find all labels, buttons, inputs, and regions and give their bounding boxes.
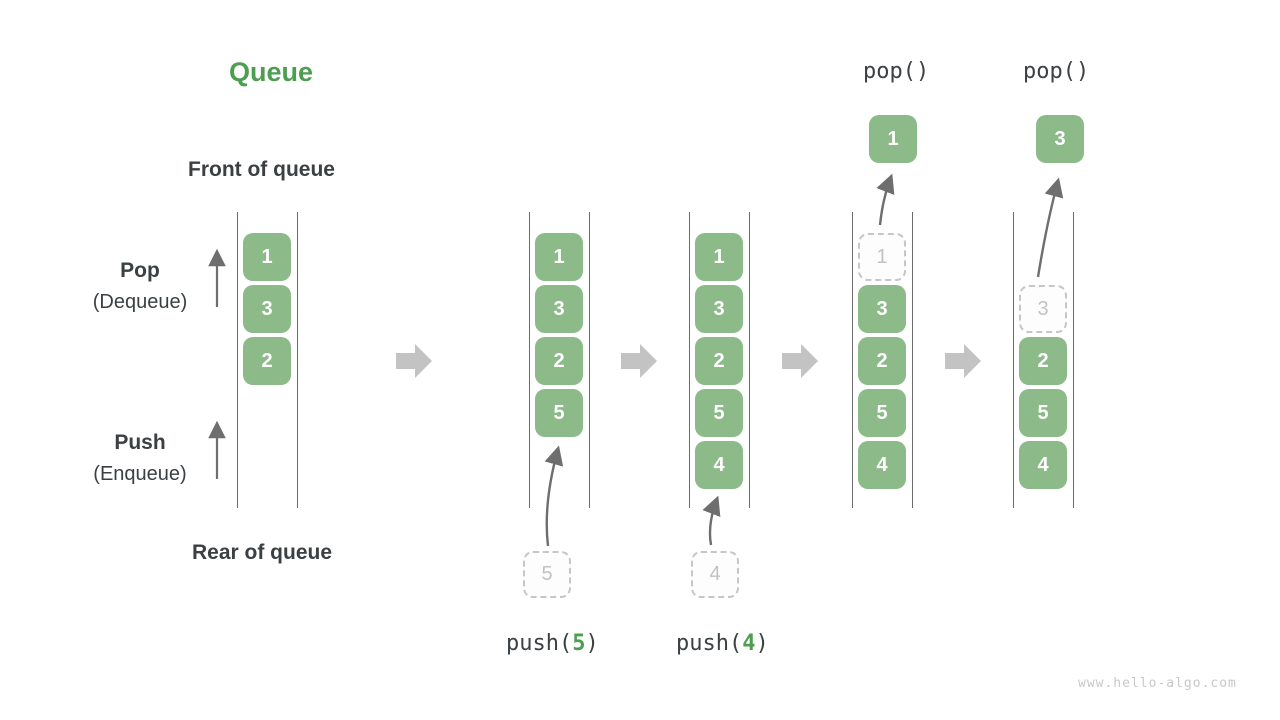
queue-item: 4 bbox=[1019, 441, 1067, 489]
queue-item: 1 bbox=[535, 233, 583, 281]
queue-item: 3 bbox=[858, 285, 906, 333]
queue-item: 1 bbox=[695, 233, 743, 281]
queue-item: 4 bbox=[858, 441, 906, 489]
watermark: www.hello-algo.com bbox=[1078, 676, 1237, 691]
enqueue-label: (Enqueue) bbox=[93, 463, 187, 485]
queue-item: 2 bbox=[243, 337, 291, 385]
queue-item-removed: 3 bbox=[1019, 285, 1067, 333]
queue-item: 2 bbox=[858, 337, 906, 385]
queue-item-removed: 1 bbox=[858, 233, 906, 281]
popped-item: 1 bbox=[869, 115, 917, 163]
push-call-label: push(4) bbox=[676, 631, 769, 656]
push-call-arg: 5 bbox=[572, 631, 586, 656]
push-call-suffix: ) bbox=[585, 631, 599, 656]
diagram-title: Queue bbox=[229, 57, 314, 87]
rear-of-queue-label: Rear of queue bbox=[192, 541, 333, 564]
push-call-label: push(5) bbox=[506, 631, 599, 656]
queue-column-5: 3 2 5 4 bbox=[1013, 212, 1074, 508]
queue-item: 5 bbox=[858, 389, 906, 437]
queue-item: 3 bbox=[243, 285, 291, 333]
push-label: Push bbox=[114, 431, 166, 454]
queue-column-1: 1 3 2 bbox=[237, 212, 298, 508]
transition-arrow-icon bbox=[396, 344, 432, 378]
queue-item: 2 bbox=[695, 337, 743, 385]
push-call-arg: 4 bbox=[742, 631, 756, 656]
push-label-block: Push (Enqueue) bbox=[80, 430, 200, 492]
queue-item: 5 bbox=[695, 389, 743, 437]
transition-arrow-icon bbox=[945, 344, 981, 378]
queue-item: 5 bbox=[1019, 389, 1067, 437]
staged-item: 5 bbox=[523, 551, 571, 598]
queue-item: 3 bbox=[695, 285, 743, 333]
queue-item: 4 bbox=[695, 441, 743, 489]
queue-column-2: 1 3 2 5 bbox=[529, 212, 590, 508]
push-call-suffix: ) bbox=[755, 631, 769, 656]
queue-column-4: 1 3 2 5 4 bbox=[852, 212, 913, 508]
staged-item: 4 bbox=[691, 551, 739, 598]
popped-item: 3 bbox=[1036, 115, 1084, 163]
dequeue-label: (Dequeue) bbox=[92, 291, 188, 313]
transition-arrow-icon bbox=[782, 344, 818, 378]
transition-arrow-icon bbox=[621, 344, 657, 378]
pop-label: Pop bbox=[120, 259, 160, 282]
pop-call-label: pop() bbox=[863, 59, 930, 84]
push-call-prefix: push( bbox=[506, 631, 573, 656]
queue-item: 2 bbox=[1019, 337, 1067, 385]
queue-item: 1 bbox=[243, 233, 291, 281]
pop-call-label: pop() bbox=[1023, 59, 1090, 84]
queue-item: 3 bbox=[535, 285, 583, 333]
queue-item: 5 bbox=[535, 389, 583, 437]
queue-column-3: 1 3 2 5 4 bbox=[689, 212, 750, 508]
push-call-prefix: push( bbox=[676, 631, 743, 656]
pop-label-block: Pop (Dequeue) bbox=[80, 258, 200, 320]
queue-item: 2 bbox=[535, 337, 583, 385]
front-of-queue-label: Front of queue bbox=[188, 158, 335, 181]
